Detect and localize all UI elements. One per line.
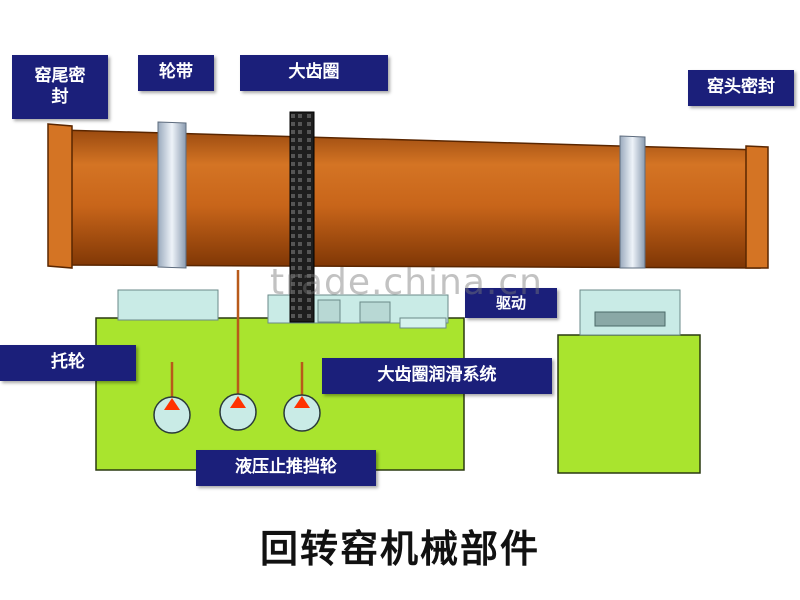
right-foundation bbox=[557, 334, 701, 474]
label-kiln-head-seal: 窑头密封 bbox=[688, 70, 794, 106]
watermark-text: trade.china.cn bbox=[270, 262, 543, 303]
label-tyre: 轮带 bbox=[138, 55, 214, 91]
diagram-caption: 回转窑机械部件 bbox=[259, 527, 540, 571]
tyre-left bbox=[157, 121, 187, 269]
label-kiln-tail-seal: 窑尾密 封 bbox=[12, 55, 108, 119]
label-gear-lubrication: 大齿圈润滑系统 bbox=[322, 358, 552, 394]
label-hydraulic-thrust-roller: 液压止推挡轮 bbox=[196, 450, 376, 486]
hydraulic-thrust-roller-2 bbox=[219, 393, 257, 431]
tyre-right bbox=[619, 135, 646, 269]
label-drive: 驱动 bbox=[465, 288, 557, 318]
roller-housing-left bbox=[117, 289, 219, 321]
kiln-tail-flange bbox=[47, 123, 73, 269]
left-foundation bbox=[95, 317, 465, 471]
label-supporting-roller: 托轮 bbox=[0, 345, 136, 381]
hydraulic-thrust-roller-1 bbox=[153, 362, 191, 434]
hydraulic-thrust-roller-3 bbox=[283, 362, 321, 432]
girth-gear bbox=[289, 111, 315, 323]
kiln-head-flange bbox=[745, 145, 769, 269]
label-girth-gear: 大齿圈 bbox=[240, 55, 388, 91]
